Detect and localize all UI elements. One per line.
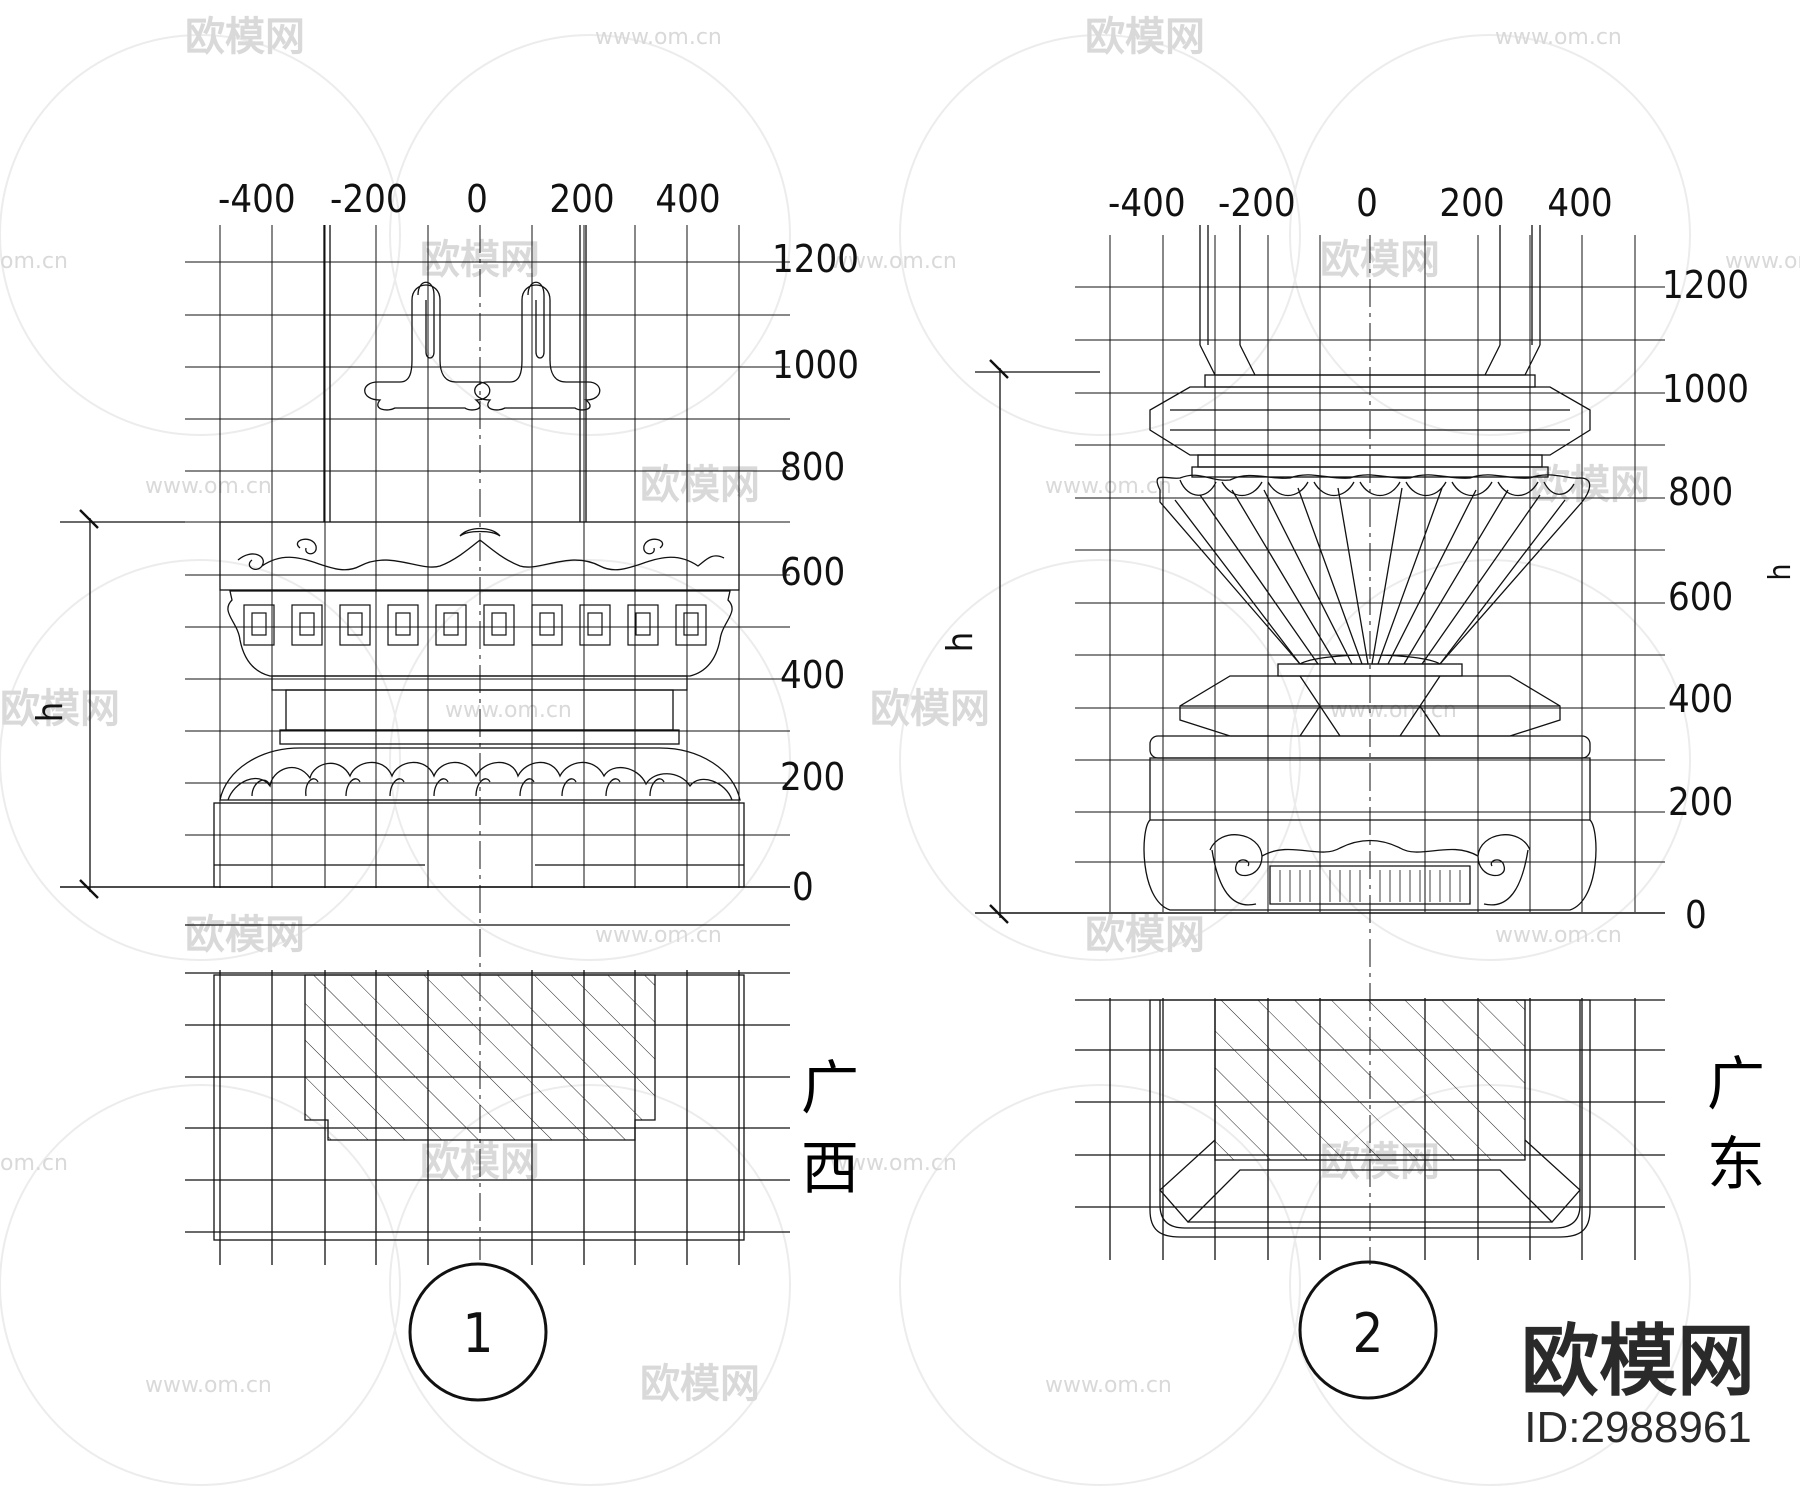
watermark-url: om.cn [0,249,68,274]
watermark-url: www.om.cn [1045,1373,1172,1398]
tick-labels-2: -400 -200 0 200 400 1200 1000 800 600 40… [1108,181,1749,937]
y-tick-label: 400 [1668,677,1733,721]
watermark-url: www.om.cn [595,25,722,50]
x-tick-label: 200 [1439,181,1504,225]
watermark-logo: 欧模网 [185,14,305,60]
drawing-number-label: 1 [463,1302,494,1365]
y-tick-label: 1200 [1662,263,1749,307]
watermark-url: www.om.cn [145,1373,272,1398]
x-tick-label: -200 [330,177,408,221]
dimension-h-2 [975,359,1100,924]
watermark-logo: 欧模网 [640,462,760,508]
region-label-char: 广 [1707,1052,1765,1117]
watermark-url: om.cn [0,1151,68,1176]
x-tick-label: -200 [1218,181,1296,225]
y-tick-label: 400 [780,653,845,697]
x-tick-label: 0 [1356,181,1378,225]
drawing-1 [60,225,790,1402]
watermark-url: www.om.cn [1045,474,1172,499]
x-tick-label: 400 [655,177,720,221]
x-tick-label: -400 [1108,181,1186,225]
watermark-url: www.om.cn [1495,25,1622,50]
region-label-char: 东 [1707,1132,1765,1197]
y-tick-label: 600 [1668,575,1733,619]
watermark-url: www.om.cn [145,474,272,499]
watermark-url: www.om.cn [1725,249,1800,274]
watermark-logo: 欧模网 [1320,237,1440,283]
watermark-url: www.om.cn [595,923,722,948]
brand-name: 欧模网 [1521,1317,1755,1405]
dimension-label-h: h [1763,563,1798,580]
watermark-logo: 欧模网 [870,686,990,732]
watermark-texts: 欧模网 www.om.cn 欧模网 www.om.cn om.cn 欧模网 ww… [0,14,1800,1407]
watermark-logo: 欧模网 [0,686,120,732]
watermark-url: www.om.cn [1495,923,1622,948]
watermark-logo: 欧模网 [1085,912,1205,958]
y-tick-label: 800 [780,445,845,489]
y-tick-label: 0 [1685,893,1707,937]
x-tick-label: 400 [1547,181,1612,225]
plan-view-1 [185,924,790,1265]
x-tick-label: 0 [466,177,488,221]
y-tick-label: 800 [1668,470,1733,514]
plan-view-2 [1075,998,1665,1260]
y-tick-label: 200 [780,755,845,799]
drawing-number-circle-1 [408,1262,548,1402]
watermark-url: www.om.cn [1330,698,1457,723]
watermark-logo: 欧模网 [1085,14,1205,60]
dimension-h-1 [60,509,185,899]
y-tick-label: 600 [780,550,845,594]
y-tick-label: 200 [1668,780,1733,824]
region-label-char: 广 [801,1056,859,1121]
watermark-url: www.om.cn [830,249,957,274]
watermark-url: www.om.cn [445,698,572,723]
y-tick-label: 0 [792,865,814,909]
tick-labels-1: -400 -200 0 200 400 1200 1000 800 600 40… [218,177,859,909]
dimension-label-h: h [940,632,981,653]
y-tick-label: 1000 [772,343,859,387]
fluted-band-2 [1279,870,1461,902]
drawing-2 [975,225,1665,1400]
watermark-logo: 欧模网 [185,912,305,958]
column-shaft-2 [1199,225,1541,388]
region-label-guangdong: 广 东 [1707,1052,1765,1197]
x-tick-label: 200 [549,177,614,221]
column-base-1 [213,521,745,888]
elevation-grid-1 [60,225,790,888]
brand-id: ID:2988961 [1524,1403,1752,1452]
watermark-url: www.om.cn [830,1151,957,1176]
y-tick-label: 1000 [1662,367,1749,411]
y-tick-label: 1200 [772,237,859,281]
column-shaft-1 [323,225,601,522]
watermark-circles [0,34,1691,1486]
drawing-number-label: 2 [1353,1302,1384,1365]
region-label-char: 西 [801,1136,859,1201]
watermark-logo: 欧模网 [640,1361,760,1407]
brand-block: 欧模网 ID:2988961 [1521,1317,1755,1452]
fret-row-1 [243,604,707,646]
drawing-number-circle-2 [1298,1260,1438,1400]
region-label-guangxi: 广 西 [801,1056,859,1201]
column-base-2 [1143,386,1597,911]
dimension-label-h: h [30,702,71,723]
x-tick-label: -400 [218,177,296,221]
